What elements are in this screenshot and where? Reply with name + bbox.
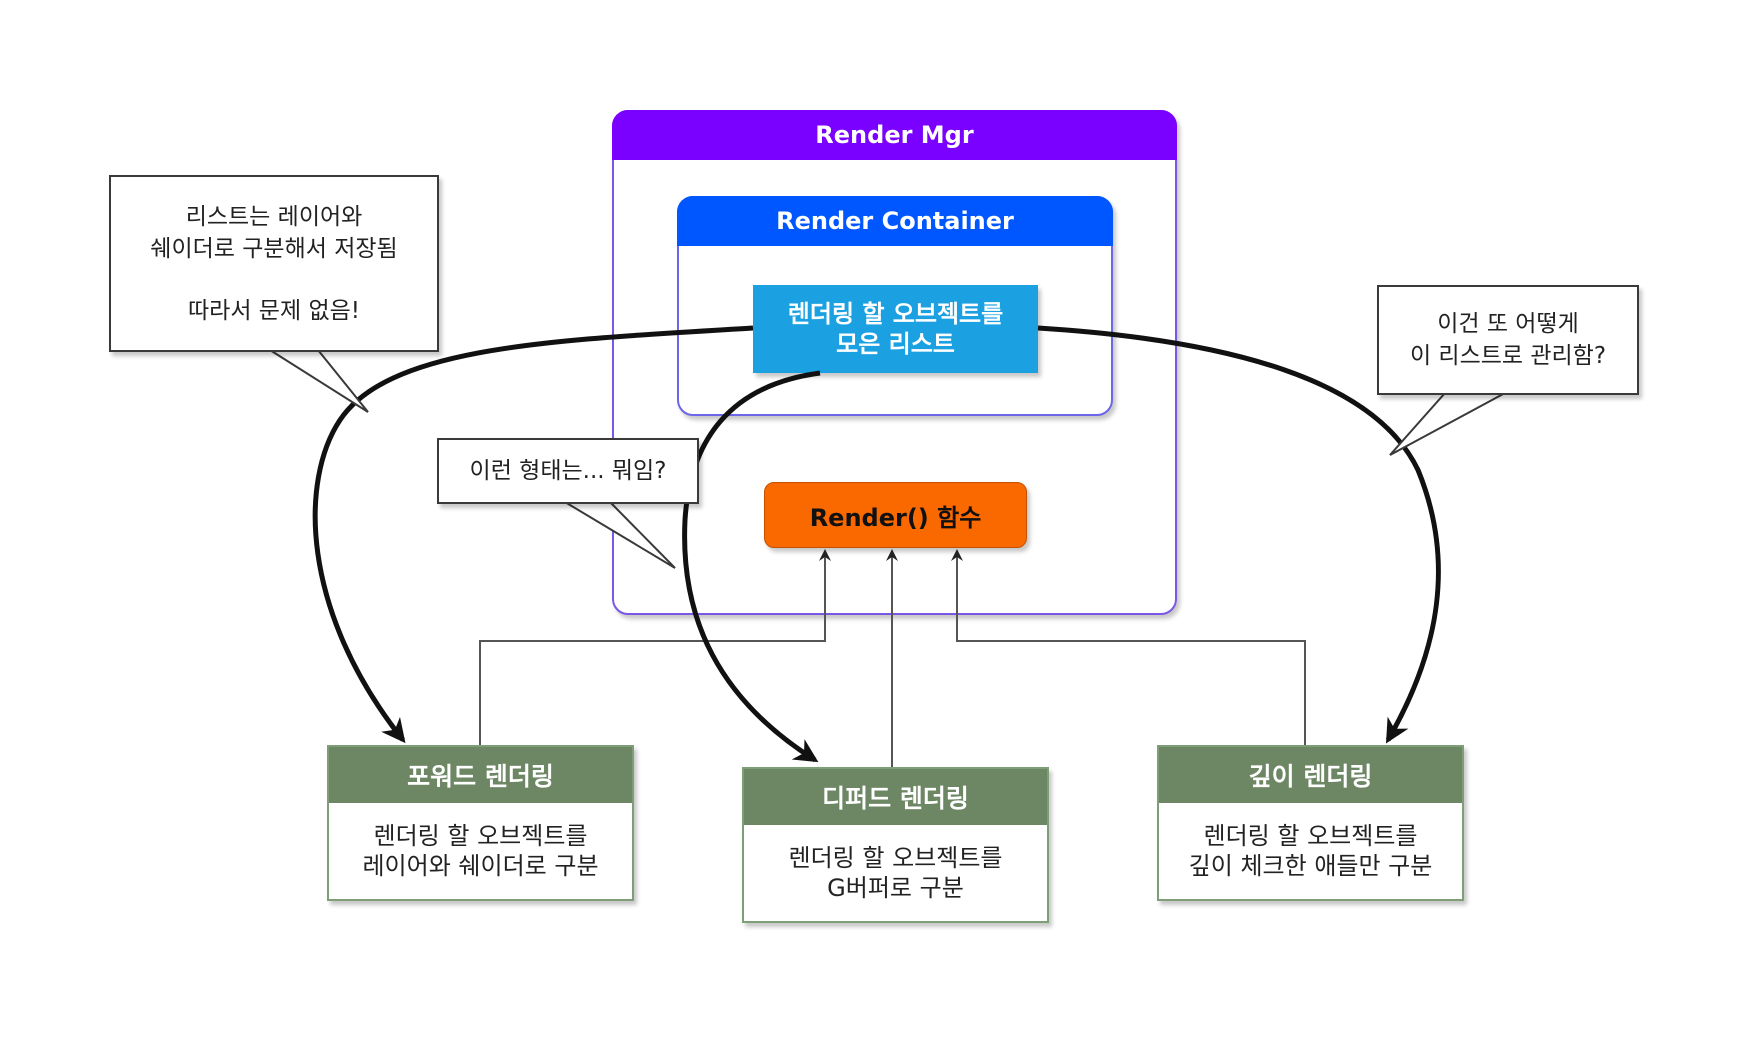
forward-rendering-line-2: 레이어와 쉐이더로 구분 xyxy=(362,852,599,880)
render-mgr-title: Render Mgr xyxy=(612,110,1177,160)
right-callout-tail xyxy=(1389,392,1506,456)
render-function-node: Render() 함수 xyxy=(764,482,1027,548)
deferred-rendering-line-1: 렌더링 할 오브젝트를 xyxy=(788,844,1003,872)
object-list-line-1: 렌더링 할 오브젝트를 xyxy=(787,300,1004,328)
render-function-label: Render() 함수 xyxy=(809,503,982,532)
middle-callout: 이런 형태는... 뭐임? xyxy=(437,438,699,504)
render-container-title: Render Container xyxy=(677,196,1113,246)
right-callout-line-1: 이건 또 어떻게 xyxy=(1437,311,1579,337)
left-callout-line-3: 따라서 문제 없음! xyxy=(188,297,360,324)
forward-rendering-title: 포워드 렌더링 xyxy=(329,747,632,803)
right-callout-line-2: 이 리스트로 관리함? xyxy=(1409,343,1607,369)
depth-rendering-line-2: 깊이 체크한 애들만 구분 xyxy=(1188,852,1433,880)
list-to-forward-arrow xyxy=(312,325,754,744)
object-list-line-2: 모은 리스트 xyxy=(836,330,955,358)
left-callout-line-1: 리스트는 레이어와 xyxy=(185,203,363,230)
middle-callout-line-1: 이런 형태는... 뭐임? xyxy=(469,458,667,484)
deferred-rendering-card: 디퍼드 렌더링 렌더링 할 오브젝트를 G버퍼로 구분 xyxy=(742,767,1049,923)
deferred-rendering-body: 렌더링 할 오브젝트를 G버퍼로 구분 xyxy=(744,825,1047,921)
list-to-depth-arrow xyxy=(1037,325,1441,744)
middle-callout-tail xyxy=(564,501,676,569)
right-callout: 이건 또 어떻게 이 리스트로 관리함? xyxy=(1377,285,1639,395)
depth-rendering-body: 렌더링 할 오브젝트를 깊이 체크한 애들만 구분 xyxy=(1159,803,1462,899)
forward-to-render-connector xyxy=(479,549,831,745)
forward-rendering-body: 렌더링 할 오브젝트를 레이어와 쉐이더로 구분 xyxy=(329,803,632,899)
depth-rendering-line-1: 렌더링 할 오브젝트를 xyxy=(1203,822,1418,850)
forward-rendering-line-1: 렌더링 할 오브젝트를 xyxy=(373,822,588,850)
deferred-rendering-line-2: G버퍼로 구분 xyxy=(827,874,964,902)
forward-rendering-card: 포워드 렌더링 렌더링 할 오브젝트를 레이어와 쉐이더로 구분 xyxy=(327,745,634,901)
deferred-rendering-title: 디퍼드 렌더링 xyxy=(744,769,1047,825)
depth-rendering-title: 깊이 렌더링 xyxy=(1159,747,1462,803)
list-to-deferred-arrow xyxy=(682,370,821,763)
left-callout-line-2: 쉐이더로 구분해서 저장됨 xyxy=(150,235,398,262)
left-callout: 리스트는 레이어와 쉐이더로 구분해서 저장됨 따라서 문제 없음! xyxy=(109,175,439,352)
depth-rendering-card: 깊이 렌더링 렌더링 할 오브젝트를 깊이 체크한 애들만 구분 xyxy=(1157,745,1464,901)
left-callout-tail xyxy=(269,349,369,413)
object-list-node: 렌더링 할 오브젝트를 모은 리스트 xyxy=(753,285,1038,373)
depth-to-render-connector xyxy=(951,549,1306,745)
